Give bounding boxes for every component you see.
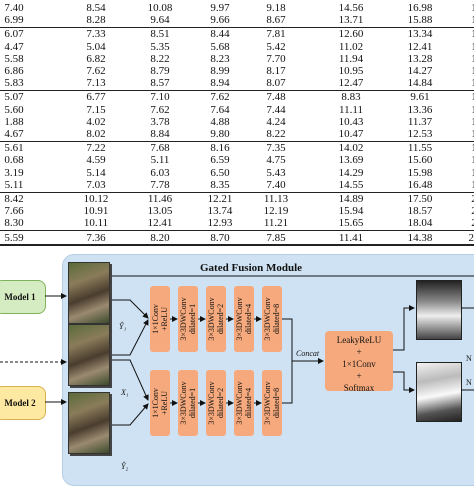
y1-to-upper-branch	[112, 300, 148, 318]
x1-to-lower-branch	[112, 360, 148, 400]
lower-to-concat	[282, 361, 292, 403]
upper-to-concat	[282, 319, 323, 361]
fusion-to-top-output	[393, 308, 414, 350]
fusion-to-bottom-output	[393, 372, 414, 390]
x1-to-upper-branch	[112, 320, 148, 355]
y2-to-lower-branch	[112, 404, 148, 425]
connection-arrows	[0, 0, 474, 474]
